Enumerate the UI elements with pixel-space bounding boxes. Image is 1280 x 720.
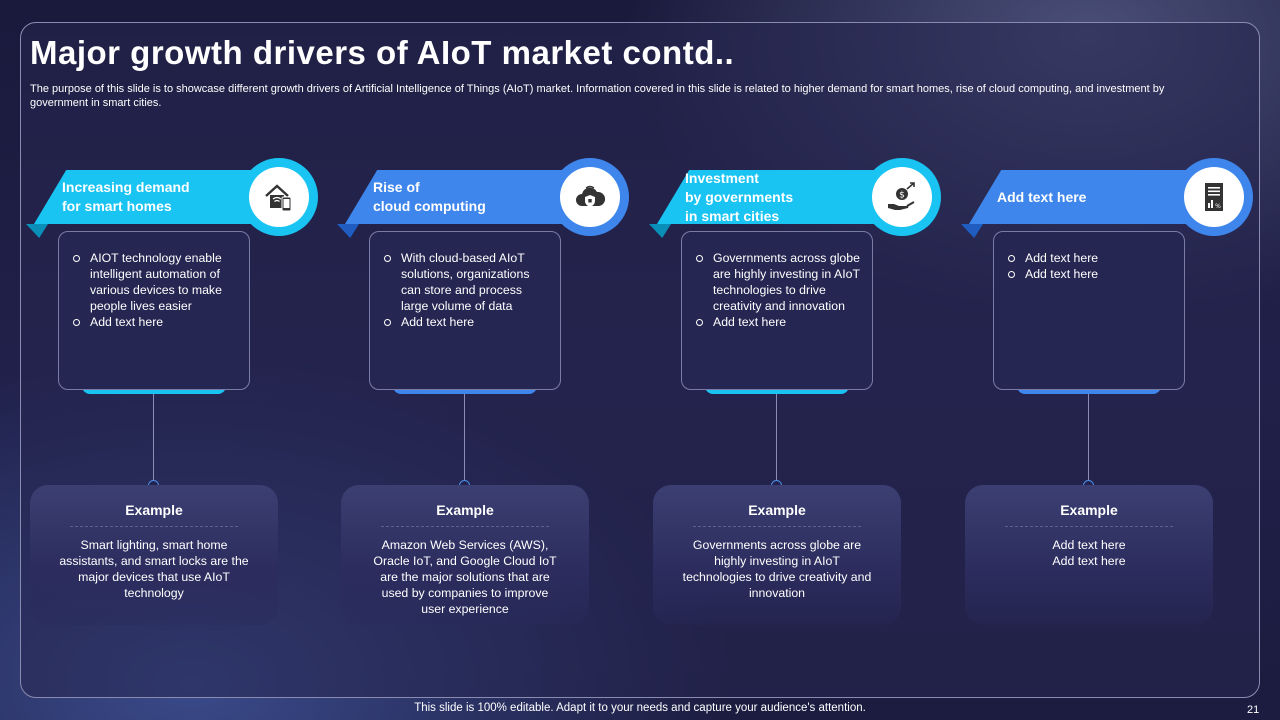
driver-heading: Rise of cloud computing <box>373 179 486 214</box>
example-text: Governments across globe are highly inve… <box>682 538 872 600</box>
page-number: 21 <box>1247 704 1260 716</box>
document-chart-icon: % <box>1197 180 1231 214</box>
box-accent-bar <box>1017 386 1161 394</box>
ribbon-banner <box>345 170 575 224</box>
driver-card-add-text: Add text here % Add text here Add text h… <box>959 158 1259 628</box>
icon-badge: $ <box>863 158 941 236</box>
driver-heading: Increasing demand for smart homes <box>62 179 190 214</box>
icon-badge <box>551 158 629 236</box>
ribbon-fold <box>961 224 983 238</box>
slide-subtitle: The purpose of this slide is to showcase… <box>30 83 1165 109</box>
box-accent-bar <box>82 386 226 394</box>
slide-title: Major growth drivers of AIoT market cont… <box>30 34 735 71</box>
example-title: Example <box>1060 502 1118 518</box>
example-text: Add text here Add text here <box>1052 538 1126 568</box>
example-card: Example Smart lighting, smart home assis… <box>30 485 278 625</box>
bullet-item: Add text here <box>382 314 550 330</box>
bullet-item: With cloud-based AIoT solutions, organiz… <box>382 250 550 314</box>
example-title: Example <box>125 502 183 518</box>
ribbon-fold <box>337 224 359 238</box>
ribbon-fold <box>26 224 48 238</box>
box-accent-bar <box>393 386 537 394</box>
icon-badge: % <box>1175 158 1253 236</box>
bullet-box: With cloud-based AIoT solutions, organiz… <box>369 231 561 390</box>
connector-line <box>776 394 777 481</box>
example-title: Example <box>748 502 806 518</box>
driver-card-cloud-computing: Rise of cloud computing With cloud-based… <box>335 158 635 628</box>
ribbon-banner <box>657 170 887 224</box>
bullet-box: Governments across globe are highly inve… <box>681 231 873 390</box>
cloud-security-icon <box>573 180 607 214</box>
divider <box>693 526 861 528</box>
driver-card-smart-cities: Investment by governments in smart citie… <box>647 158 947 628</box>
example-card: Example Governments across globe are hig… <box>653 485 901 625</box>
driver-heading: Investment by governments in smart citie… <box>685 169 794 224</box>
ribbon-fold <box>649 224 671 238</box>
connector-line <box>464 394 465 481</box>
bullet-box: Add text here Add text here <box>993 231 1185 390</box>
bullet-item: Add text here <box>71 314 239 330</box>
footer-note: This slide is 100% editable. Adapt it to… <box>414 702 866 714</box>
bullet-item: Add text here <box>694 314 862 330</box>
example-title: Example <box>436 502 494 518</box>
svg-text:$: $ <box>899 191 905 201</box>
divider <box>1005 526 1173 528</box>
divider <box>70 526 238 528</box>
example-card: Example Amazon Web Services (AWS), Oracl… <box>341 485 589 625</box>
box-accent-bar <box>705 386 849 394</box>
example-card: Example Add text here Add text here <box>965 485 1213 625</box>
ribbon-banner <box>34 170 264 224</box>
driver-card-smart-homes: Increasing demand for smart homes AIOT t… <box>24 158 324 628</box>
divider <box>381 526 549 528</box>
bullet-item: Governments across globe are highly inve… <box>694 250 862 314</box>
bullet-item: Add text here <box>1006 250 1174 266</box>
svg-text:%: % <box>1215 203 1221 210</box>
bullet-box: AIOT technology enable intelligent autom… <box>58 231 250 390</box>
money-investment-icon: $ <box>885 180 919 214</box>
example-text: Smart lighting, smart home assistants, a… <box>59 538 249 600</box>
example-text: Amazon Web Services (AWS), Oracle IoT, a… <box>373 538 557 616</box>
bullet-item: Add text here <box>1006 266 1174 282</box>
smart-home-icon <box>262 180 296 214</box>
bullet-item: AIOT technology enable intelligent autom… <box>71 250 239 314</box>
connector-line <box>1088 394 1089 481</box>
driver-heading: Add text here <box>997 188 1087 205</box>
connector-line <box>153 394 154 481</box>
ribbon-banner <box>969 170 1199 224</box>
icon-badge <box>240 158 318 236</box>
